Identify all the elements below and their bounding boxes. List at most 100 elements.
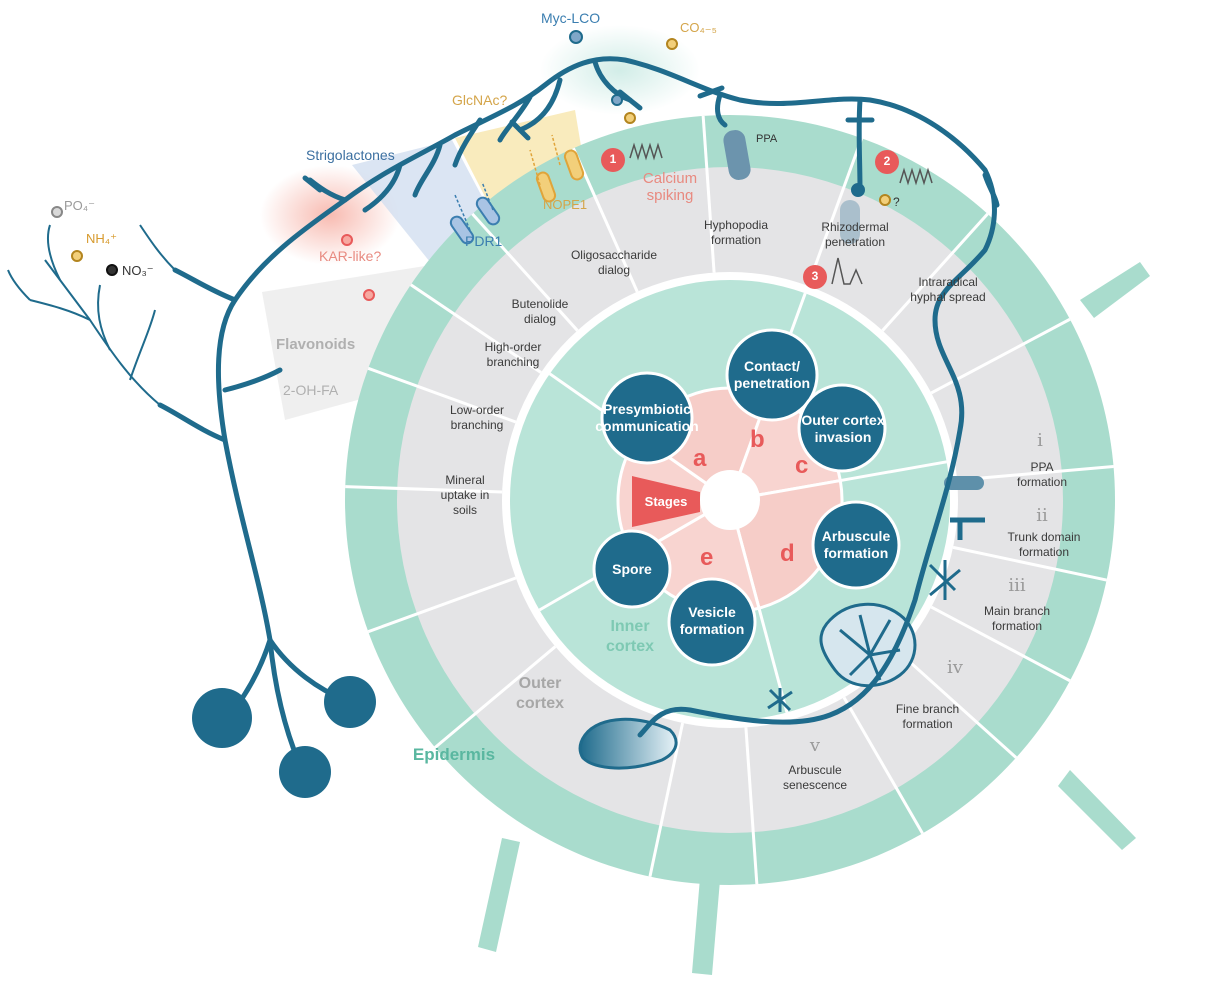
calcium-marker-1-label: 1 [609,152,617,166]
stage-letter-e: e [700,544,714,571]
stage-label-contact: Contact/ penetration [733,358,811,391]
hypha-dot [851,183,865,197]
stage-letter-b: b [750,426,765,453]
step-mineral-uptake: Mineral uptake in soils [440,473,490,517]
soil-hyphae [7,224,176,406]
ring-divider [367,576,517,634]
stage-letter-d: d [780,540,795,567]
stage-label-vesicle: Vesicle formation [679,604,745,637]
calcium-marker-2-label: 2 [883,154,891,168]
question-label: ? [893,195,900,209]
calcium-marker-2 [875,150,899,174]
ring-divider [471,212,579,332]
pdr1-transporter [449,215,475,245]
kar-like-label: KAR-like? [319,248,382,264]
co-dot [666,38,678,50]
signal-dots [51,30,891,301]
arbuscule-step-i-numeral: i [1037,430,1043,451]
flavonoids-label: Flavonoids [276,336,356,353]
arbuscule-shape [767,560,961,712]
inner-divider [840,460,947,483]
ring-divider [952,545,1107,582]
hyphal-tips [302,85,875,193]
step-butenolide-dialog: Butenolide dialog [511,297,569,326]
stage-letter-a: a [693,445,707,472]
co-dot [879,194,891,206]
epidermis-label: Epidermis [412,745,496,764]
transporters [449,149,585,245]
root-hairs [478,262,1150,975]
spore [192,688,252,748]
ring-divider [898,651,1018,759]
co45-label: CO₄₋₅ [680,20,717,35]
ring-divider [957,464,1114,482]
spores [192,676,376,798]
step-intraradical-spread: Intraradical hyphal spread [910,275,986,304]
ring-divider [409,283,542,374]
step-low-order-branching: Low-order branching [449,403,505,432]
ring-divider [806,137,864,287]
no3-label: NO₃⁻ [122,263,154,278]
stage-circle-presymbiotic [600,371,694,465]
inner-divider [757,607,789,713]
stage-circle-spore [592,529,672,609]
vesicle-shape [578,717,678,770]
ring-divider [842,696,924,835]
ppa-label: PPA [756,133,778,145]
stage-circle-outer-cortex [797,383,887,473]
myc-lco-dot [569,30,583,44]
spore [324,676,376,728]
ring-divider [744,727,759,885]
calcium-marker-3 [803,265,827,289]
arbuscule-step-v-numeral: v [809,735,821,756]
stage-label-spore: Spore [612,561,652,577]
step-rhizodermal-penetration: Rhizodermal penetration [821,220,889,249]
stage-circle-vesicle [667,577,757,667]
nope1-transporter [535,171,557,203]
stage-circle-contact [725,328,819,422]
strigolactones-label: Strigolactones [306,147,395,163]
arbuscule-step-ii-numeral: ii [1036,505,1048,526]
nope1-transporter [563,149,585,181]
inner-cortex-label: Inner cortex [605,618,655,655]
myc-lco-label: Myc-LCO [541,10,601,26]
ring-divider [881,212,989,332]
ring-divider [930,605,1071,683]
step-oligosaccharide-dialog: Oligosaccharide dialog [570,248,658,277]
po4-dot [51,206,63,218]
no3-dot [106,264,118,276]
ppa-structure [723,130,751,180]
stage-circles [592,328,901,667]
spore [279,746,331,798]
rhizodermal-structure [840,200,860,244]
stage-letter-c: c [795,452,809,479]
co-dot [624,112,636,124]
glcnac-label: GlcNAc? [452,92,508,108]
ppa-mark [944,476,984,490]
calcium-spiking-label: Calcium spiking [642,170,698,204]
nh4-label: NH₄⁺ [86,231,117,246]
ring-divider [345,485,503,494]
outer-cortex-label: Outer cortex [515,675,565,712]
step-hyphopodia-formation: Hyphopodia formation [703,218,769,247]
myc-lco-glow [540,25,700,115]
pdr1-transporter [475,196,501,226]
ring-divider [648,722,685,877]
calcium-marker-3-label: 3 [811,269,819,283]
ring-divider [367,366,517,424]
arbuscule-step-ii-label: Trunk domain formation [1007,530,1081,559]
nh4-dot [71,250,83,262]
arbuscule-step-i-label: PPA formation [1016,460,1068,489]
arbuscule-step-iv-label: Fine branch formation [895,702,960,731]
stage-circle-arbuscule [811,500,901,590]
kar-dot [363,289,375,301]
step-high-order-branching: High-order branching [484,340,542,369]
arbuscule-step-iv-numeral: iv [947,657,963,678]
arbuscule-step-iii-label: Main branch formation [983,604,1051,633]
stages-label: Stages [644,494,688,509]
stage-label-presymbiotic: Presymbiotic communication [595,401,699,434]
calcium-marker-1 [601,148,625,172]
arbuscule-step-iii-numeral: iii [1008,575,1026,596]
trunk-domain-mark [950,517,985,540]
